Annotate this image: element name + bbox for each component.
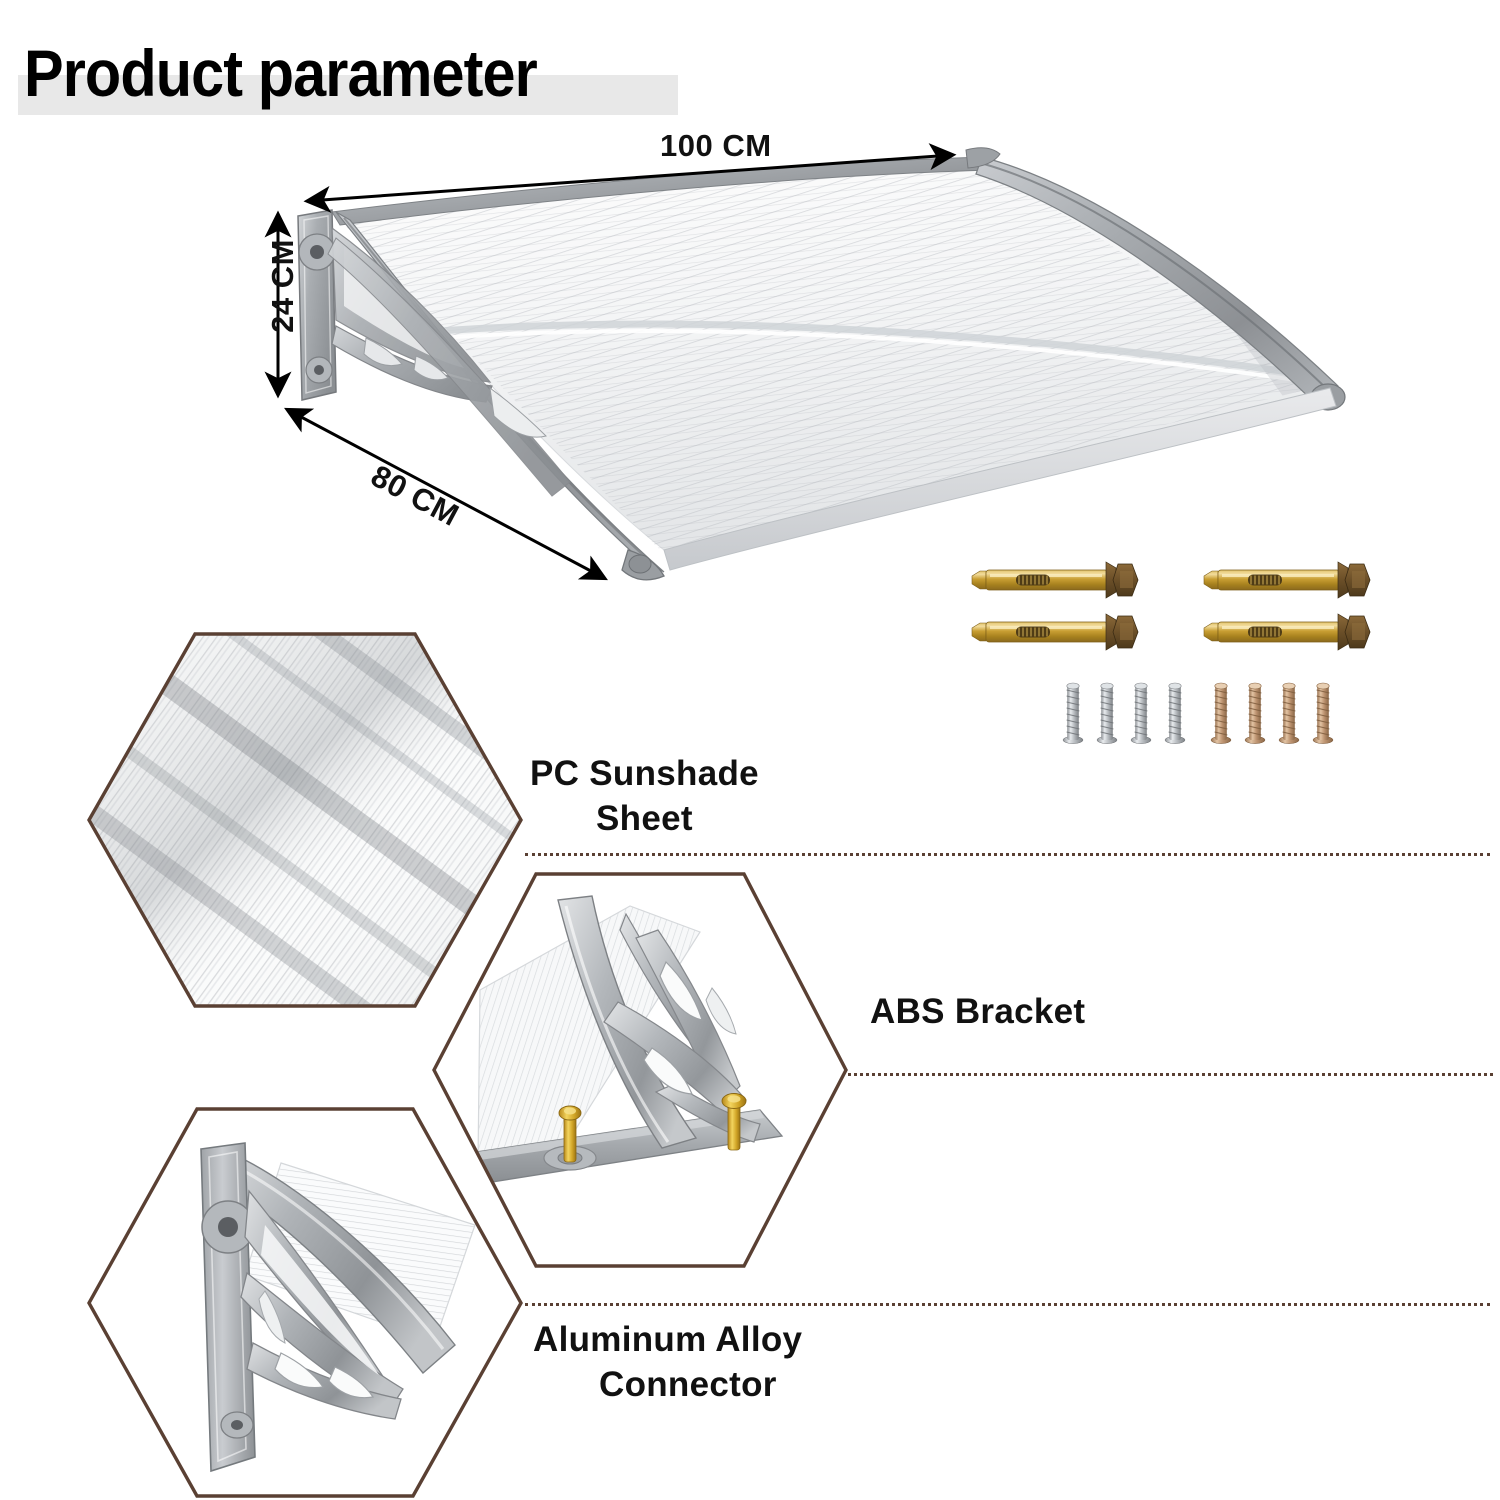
screw-icon [1210,682,1232,745]
screw-icon [1130,682,1152,745]
callout-label-pc-sheet: PC Sunshade Sheet [530,752,759,842]
screw-icon [1062,682,1084,745]
callout-line-1: Aluminum Alloy [533,1320,803,1359]
callout-line-1: ABS Bracket [870,992,1086,1031]
bronze-screw-group [1210,682,1334,745]
dimension-label-height: 24 CM [264,239,300,333]
page-title-block: Product parameter [0,28,700,123]
screw-icon [1312,682,1334,745]
screw-icon [1096,682,1118,745]
callout-line-2: Connector [599,1364,777,1404]
dimension-label-width: 100 CM [660,128,772,163]
title-highlight-band [18,75,678,115]
callout-hexagon-aluminum-connector [85,1105,525,1500]
canopy-front-edge [663,387,1337,571]
expansion-bolt-icon [1203,613,1371,651]
screw-icon [1164,682,1186,745]
hexagon-frame-icon [432,872,848,1268]
screw-icon [1244,682,1266,745]
awning-product-illustration [240,120,1400,600]
expansion-bolt-icon [971,613,1139,651]
expansion-bolt-group [971,561,1371,651]
callout-leader-line-pc-sheet [525,853,1490,856]
gold-bolt-icon [558,1105,582,1163]
expansion-bolt-icon [971,561,1139,599]
hexagon-frame-icon [87,632,523,1008]
canopy-right-rail [965,147,1346,411]
callout-label-abs-bracket: ABS Bracket [870,990,1085,1035]
callout-hexagon-abs-bracket [430,870,850,1270]
callout-leader-line-aluminum-connector [525,1303,1490,1306]
page-title: Product parameter [24,36,538,110]
screw-icon [1278,682,1300,745]
hexagon-frame-icon [87,1107,523,1498]
callout-line-1: PC Sunshade [530,754,759,793]
callout-line-2: Sheet [596,798,693,838]
included-hardware-illustration [960,550,1400,770]
expansion-bolt-icon [1203,561,1371,599]
callout-hexagon-pc-sheet [85,630,525,1010]
silver-screw-group [1062,682,1186,745]
callout-leader-line-abs-bracket [848,1073,1493,1076]
gold-bolt-icon [721,1093,747,1151]
callout-label-aluminum-connector: Aluminum Alloy Connector [533,1318,802,1408]
